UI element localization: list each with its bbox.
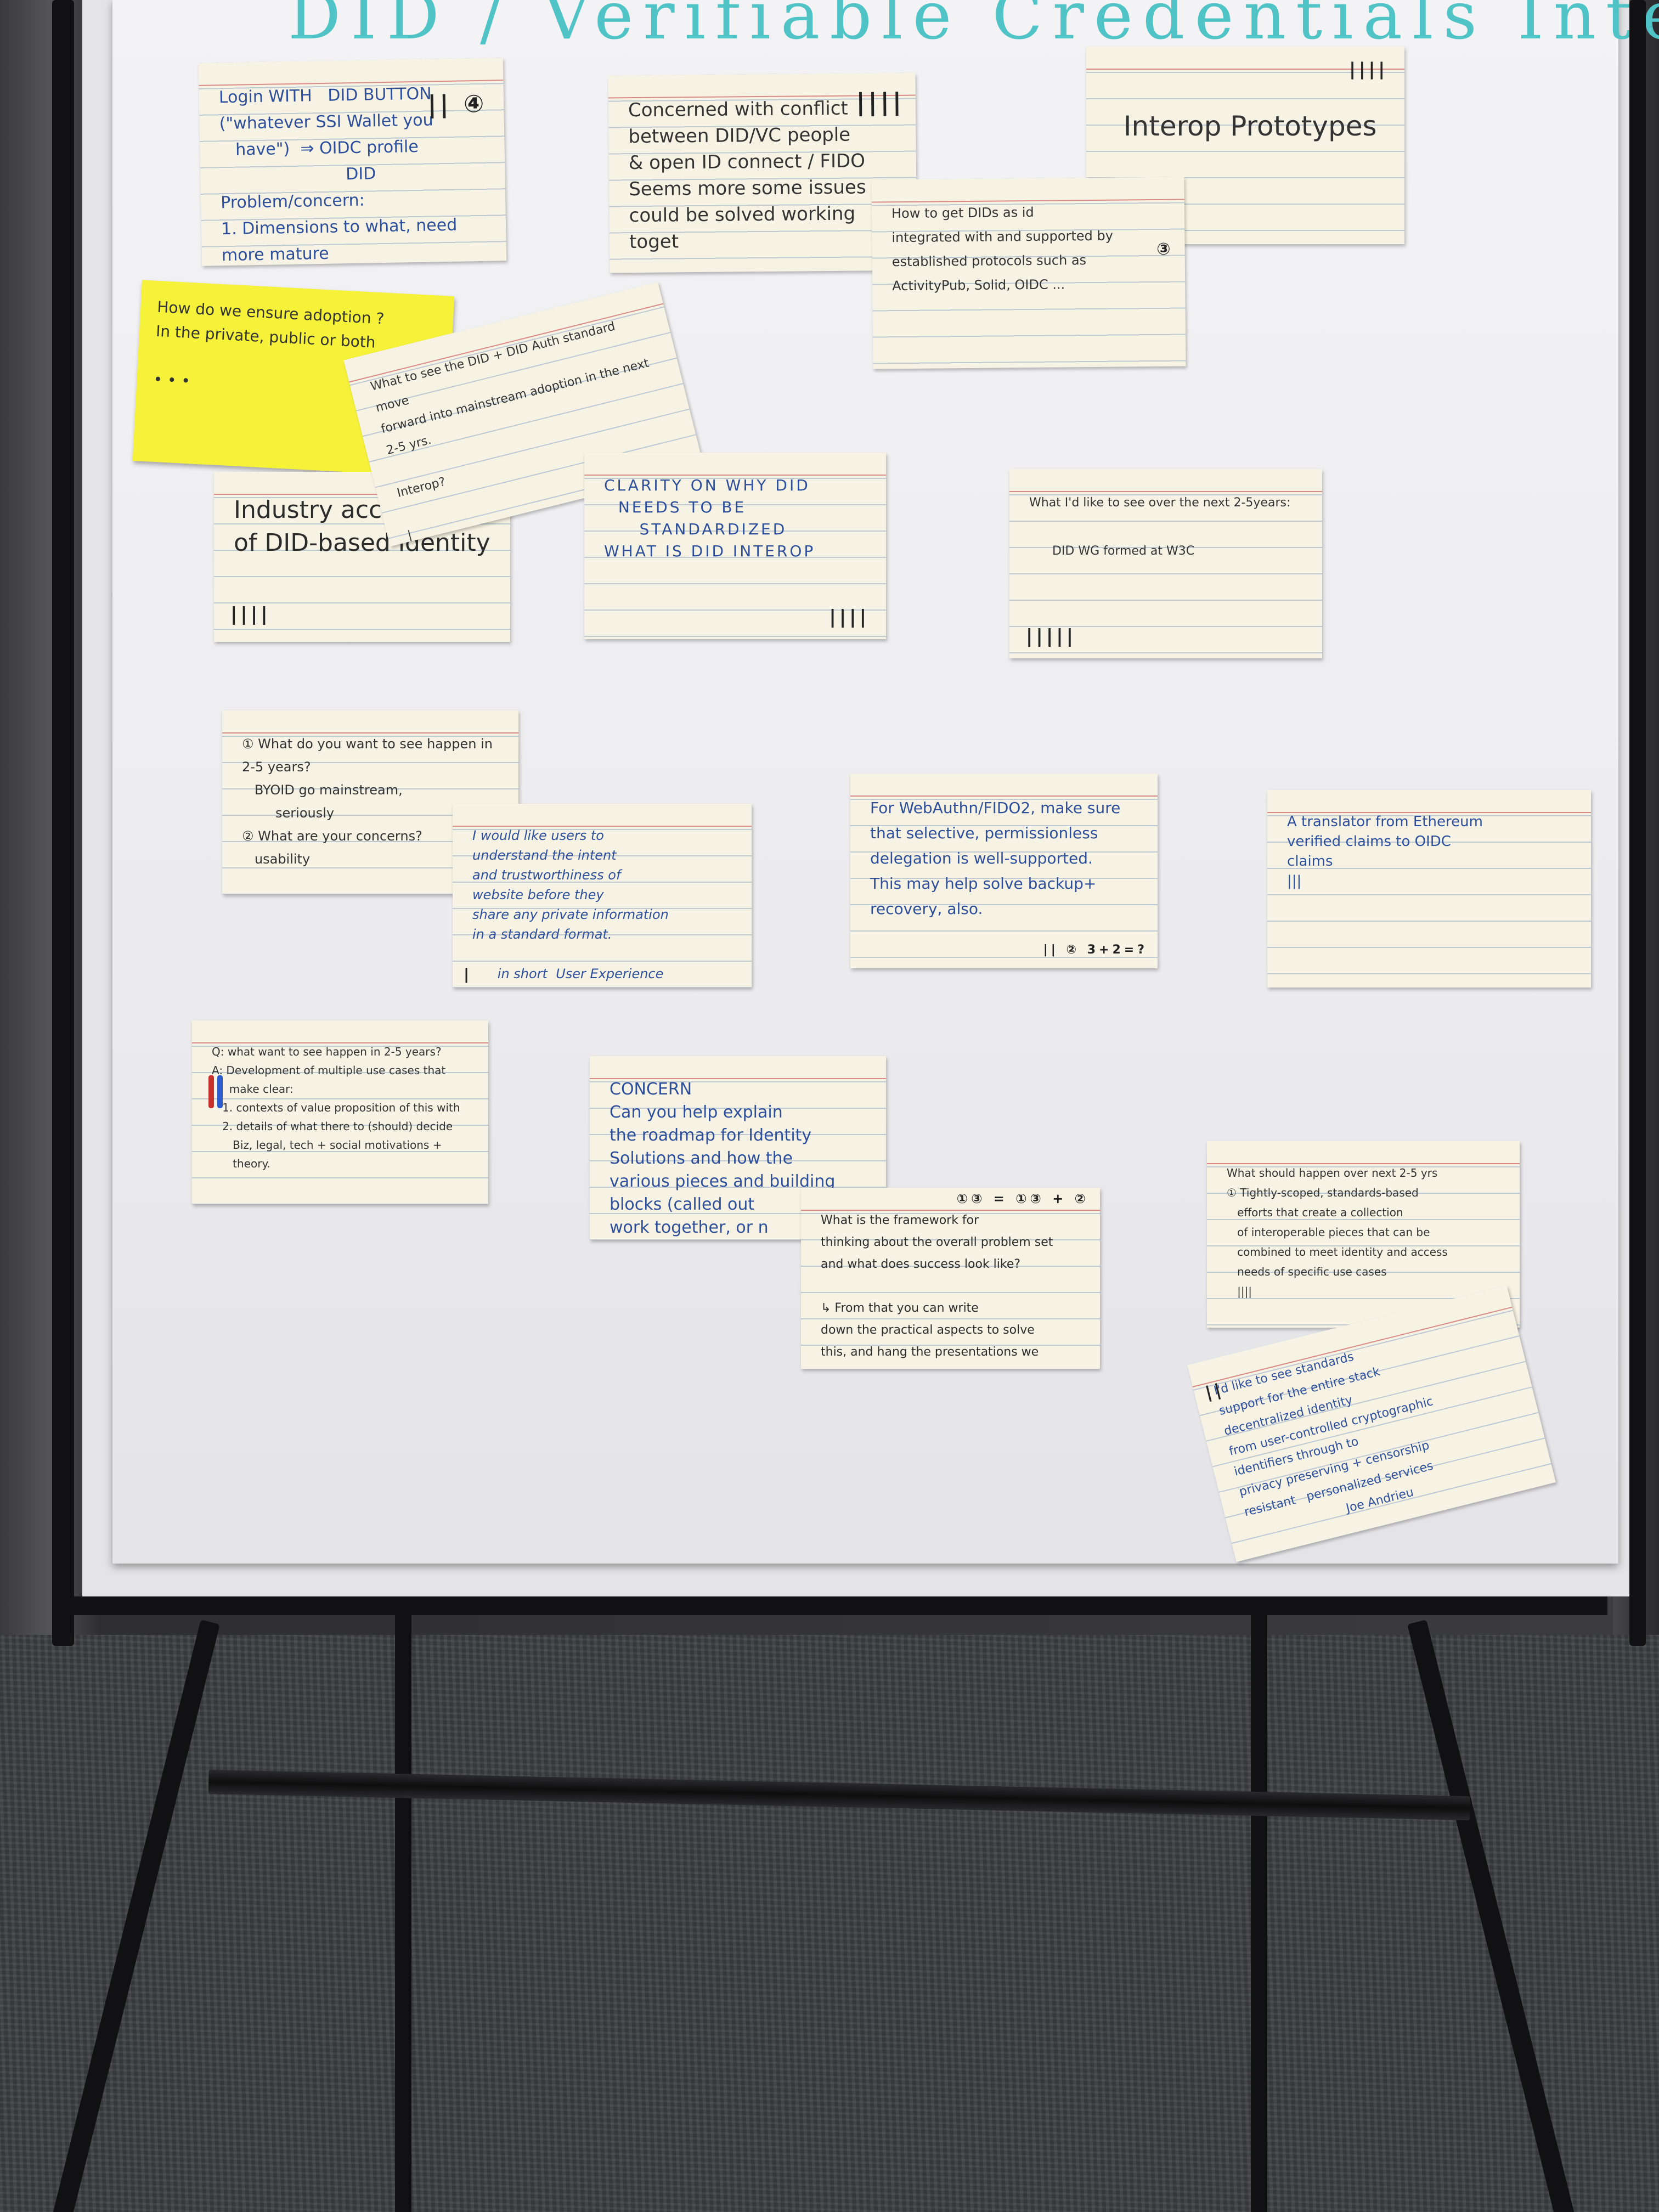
card-red-line [584, 475, 886, 476]
card-text: For WebAuthn/FIDO2, make sure that selec… [870, 799, 1121, 918]
card-text: I would like users to understand the int… [472, 828, 669, 988]
index-card-clarity-did: CLARITY ON WHY DID NEEDS TO BE STANDARDI… [584, 453, 886, 639]
card-text: A translator from Ethereum verified clai… [1287, 814, 1483, 889]
card-text: CONCERN Can you help explain the roadmap… [610, 1080, 836, 1237]
card-text: What I'd like to see over the next 2-5ye… [1029, 496, 1291, 558]
tally-marks: |||| [230, 603, 271, 625]
card-text: Concerned with conflict between DID/VC p… [628, 97, 866, 253]
card-text: CLARITY ON WHY DID NEEDS TO BE STANDARDI… [604, 476, 816, 560]
index-card-did-wg-w3c: What I'd like to see over the next 2-5ye… [1009, 469, 1322, 658]
tally-marks: || ④ [427, 89, 488, 119]
index-card-interop-prototypes: Interop Prototypes |||| [1086, 47, 1404, 244]
carpet-floor [0, 1635, 1659, 2212]
card-red-line [590, 1078, 886, 1079]
tally-marks: ③ [1156, 239, 1174, 259]
card-red-line [850, 795, 1158, 797]
tally-marks: |||| [829, 606, 870, 628]
blue-tally [217, 1075, 223, 1108]
easel-tray [60, 1596, 1607, 1615]
tally-marks: |||| [1349, 59, 1388, 80]
index-card-roadmap-concern: CONCERN Can you help explain the roadmap… [590, 1056, 886, 1240]
easel-leg-left-inner [395, 1613, 411, 2212]
tally-marks: || ② 3+2=? [1043, 943, 1148, 957]
card-red-line [453, 826, 752, 827]
easel-frame-right [1629, 0, 1646, 1646]
card-red-line [222, 732, 518, 733]
card-red-line [1267, 812, 1591, 813]
index-card-webauthn-fido2: For WebAuthn/FIDO2, make sure that selec… [850, 774, 1158, 968]
index-card-use-cases: Q: what want to see happen in 2-5 years?… [192, 1020, 488, 1204]
easel-frame-left [52, 0, 74, 1646]
tally-marks: ①③ = ①③ + ② [956, 1191, 1089, 1206]
card-red-line [214, 494, 510, 495]
index-card-framework: What is the framework for thinking about… [801, 1188, 1100, 1369]
card-text: How to get DIDs as id integrated with an… [891, 204, 1113, 294]
red-tally [208, 1075, 214, 1108]
card-text: ① What do you want to see happen in 2-5 … [242, 736, 493, 867]
card-red-line [192, 1042, 488, 1043]
index-card-ethereum-translator: A translator from Ethereum verified clai… [1267, 790, 1591, 988]
card-red-line [801, 1210, 1100, 1211]
tally-marks: |||| [856, 88, 905, 117]
header-partial: DID / Verifiable Credentials Interop [288, 0, 1659, 54]
card-red-line [1009, 491, 1322, 492]
index-card-conflict: Concerned with conflict between DID/VC p… [608, 72, 917, 273]
card-red-line [1086, 69, 1404, 70]
tally-marks: ||||| [1026, 625, 1077, 647]
index-card-login-did: Login WITH DID BUTTON ("whatever SSI Wal… [198, 58, 507, 266]
card-text: Q: what want to see happen in 2-5 years?… [212, 1045, 460, 1170]
card-text: Interop Prototypes [1123, 110, 1377, 142]
card-text: What should happen over next 2-5 yrs ① T… [1227, 1166, 1448, 1298]
card-red-line [1207, 1163, 1520, 1164]
index-card-dids-protocols: How to get DIDs as id integrated with an… [871, 177, 1186, 369]
index-card-user-experience: I would like users to understand the int… [453, 804, 752, 988]
card-text: What is the framework for thinking about… [821, 1214, 1053, 1359]
tally-marks: | [464, 965, 473, 983]
easel-leg-right-inner [1251, 1613, 1267, 2212]
